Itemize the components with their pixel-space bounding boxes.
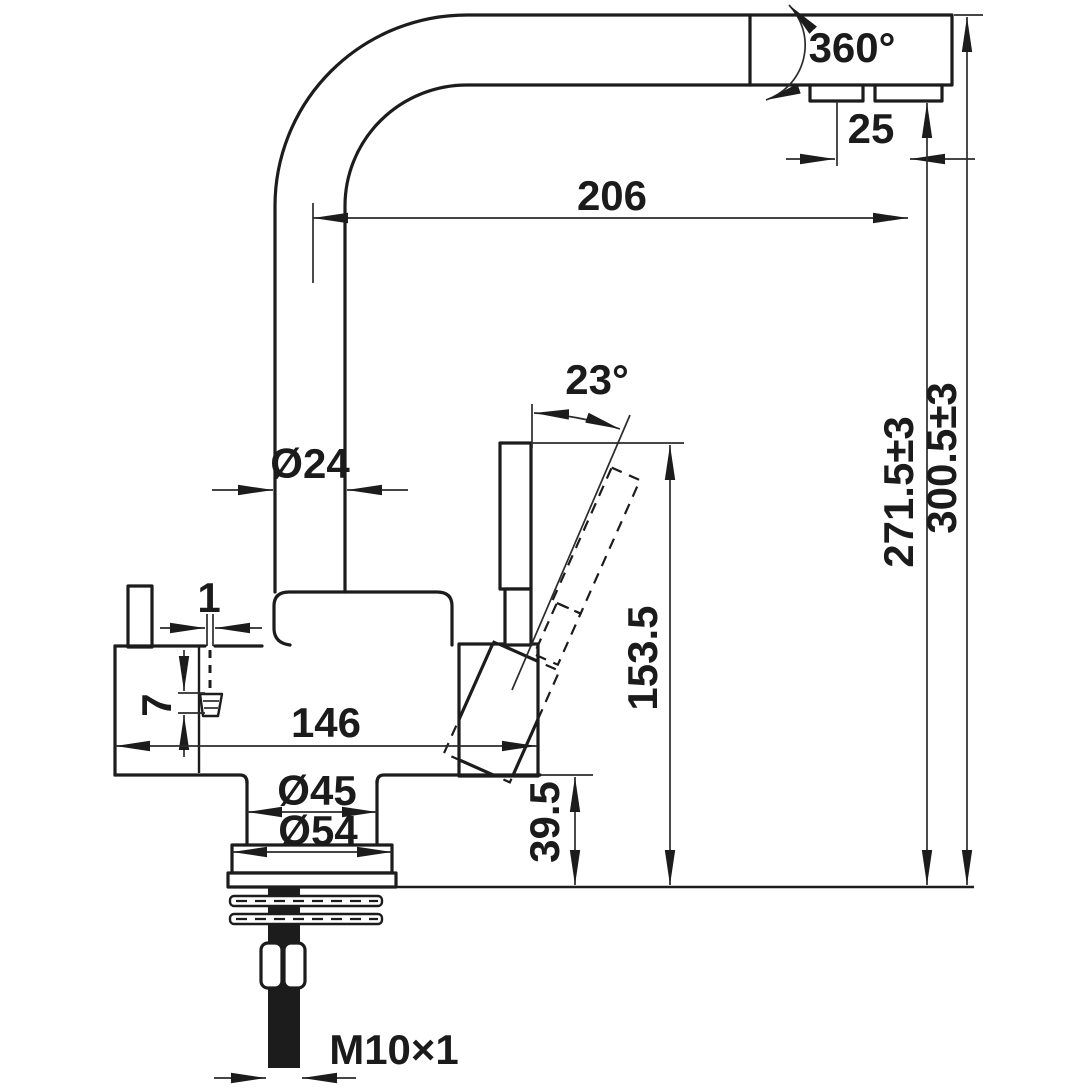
- dimension-labels: 360° 25 206 23° Ø24 1 146 Ø45 Ø54 M10×1 …: [133, 24, 965, 1073]
- spout-outer: [273, 13, 954, 594]
- label-spout-diameter: Ø24: [270, 440, 350, 487]
- label-lever-angle: 23°: [565, 356, 629, 403]
- label-swivel-angle: 360°: [809, 24, 896, 71]
- label-column-diameter: Ø45: [277, 767, 356, 814]
- base-flange-lower: [226, 871, 398, 889]
- label-overall-height: 300.5±3: [918, 382, 965, 534]
- angle-ref-tilted: [511, 414, 631, 691]
- aerator-tab-1: [808, 83, 865, 103]
- label-lever-top-height: 153.5: [619, 605, 666, 710]
- label-gap: 1: [197, 574, 220, 621]
- label-base-diameter: Ø54: [278, 807, 358, 854]
- label-thread-size: M10×1: [329, 1026, 459, 1073]
- label-spout-reach: 206: [577, 172, 647, 219]
- pipe-boss: [272, 590, 454, 647]
- nut-right: [282, 941, 307, 990]
- filtered-water-outlet: [198, 614, 224, 718]
- label-outlet-spacing: 25: [848, 105, 895, 152]
- nut-left: [259, 941, 284, 990]
- faucet-outline: [113, 13, 974, 1068]
- valve-housing: [457, 642, 540, 778]
- washer-1: [228, 894, 384, 908]
- label-body-length: 146: [291, 699, 361, 746]
- washer-2: [228, 912, 384, 926]
- dimension-lines: [115, 4, 983, 1084]
- lever-upright: [498, 441, 533, 647]
- label-outlet-drop: 7: [133, 693, 180, 716]
- label-outlet-height: 271.5±3: [875, 416, 922, 568]
- cup-icon: [198, 692, 224, 718]
- label-base-height: 39.5: [521, 781, 568, 863]
- swivel-arc: [765, 4, 817, 101]
- angle-arc: [533, 409, 621, 430]
- spout-inner: [343, 83, 752, 594]
- side-cap: [126, 584, 154, 649]
- aerator-tab-2: [873, 83, 944, 103]
